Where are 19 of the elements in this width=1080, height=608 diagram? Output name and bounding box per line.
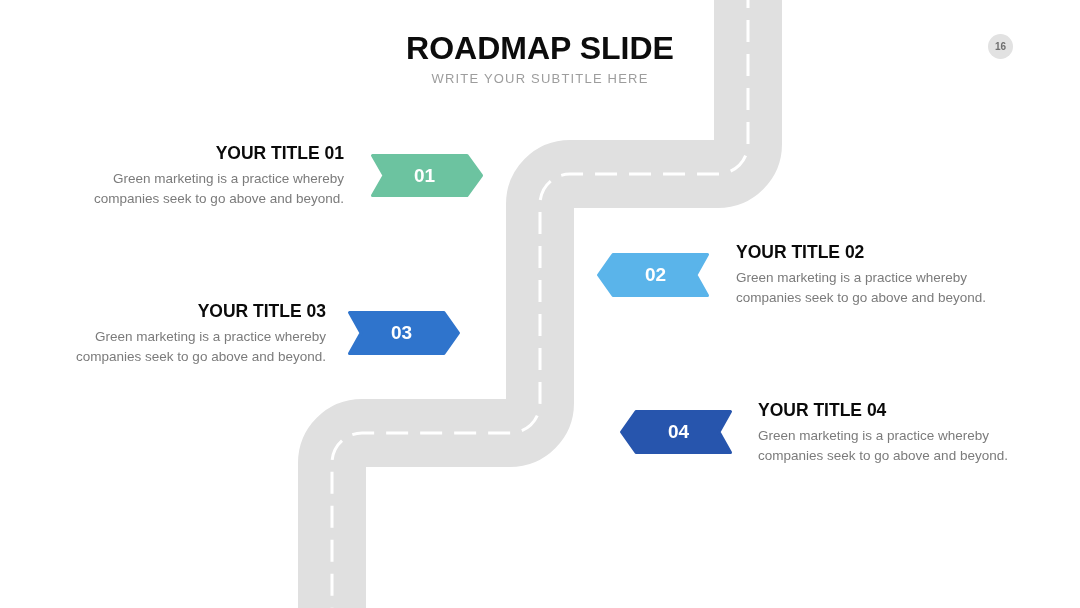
step-number: 02	[644, 264, 667, 286]
slide-subtitle: WRITE YOUR SUBTITLE HERE	[430, 70, 650, 88]
step-description: Green marketing is a practice whereby companies seek to go above and beyond.	[758, 427, 1009, 465]
page-number: 16	[988, 34, 1013, 59]
step-number: 03	[390, 322, 413, 344]
step-description: Green marketing is a practice whereby companies seek to go above and beyond.	[93, 170, 344, 208]
step-title: YOUR TITLE 02	[736, 241, 865, 264]
step-description: Green marketing is a practice whereby companies seek to go above and beyond.	[736, 269, 987, 307]
step-number: 01	[413, 164, 436, 187]
step-title: YOUR TITLE 04	[758, 399, 887, 422]
chevron-tag	[348, 311, 460, 355]
step-title: YOUR TITLE 01	[215, 142, 344, 165]
chevron-tag	[620, 410, 732, 454]
chevron-tag	[597, 253, 709, 297]
chevron-tag	[371, 154, 483, 197]
step-number: 04	[667, 421, 690, 443]
step-description: Green marketing is a practice whereby companies seek to go above and beyond.	[75, 328, 326, 366]
step-title: YOUR TITLE 03	[197, 300, 326, 323]
slide-title: ROADMAP SLIDE	[405, 29, 675, 68]
